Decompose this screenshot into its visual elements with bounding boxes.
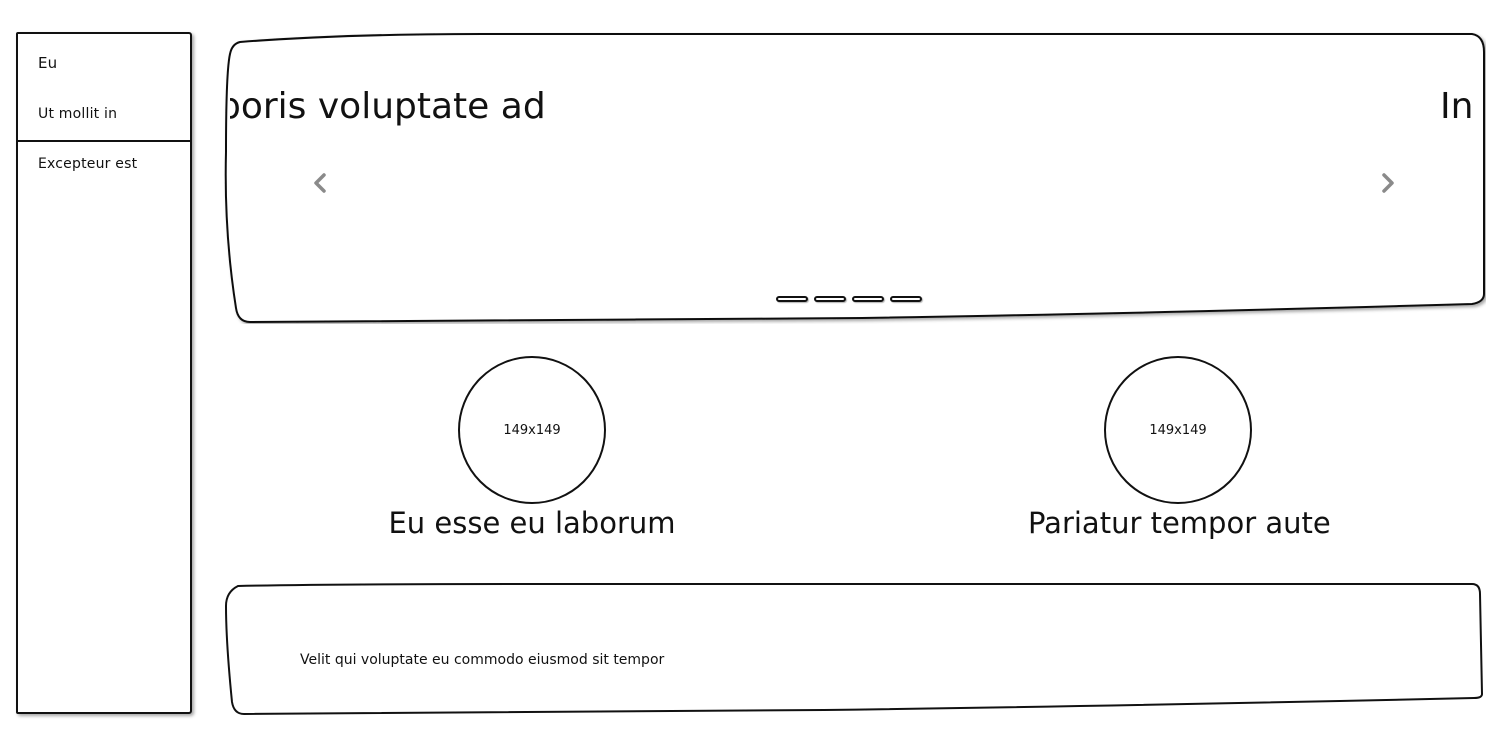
feature-title: Pariatur tempor aute [1028,506,1331,540]
sidebar-item-ut-mollit-in[interactable]: Ut mollit in [38,106,118,122]
footer-panel-frame [224,583,1484,716]
carousel-indicator-3[interactable] [852,296,884,302]
feature-card: 149x149 Pariatur tempor aute [1028,356,1331,540]
sidebar-nav: Eu Ut mollit in Excepteur est [16,32,192,714]
carousel-indicator-4[interactable] [890,296,922,302]
carousel-indicators [776,296,922,302]
image-placeholder-label: 149x149 [503,422,561,438]
carousel-indicator-2[interactable] [814,296,846,302]
footer-text: Velit qui voluptate eu commodo eiusmod s… [300,652,665,668]
carousel-next-slide-heading: In c [1440,86,1482,127]
image-placeholder-label: 149x149 [1149,422,1207,438]
carousel-slide-heading: boris voluptate ad [230,86,546,127]
sidebar-divider [18,140,190,142]
image-placeholder-circle: 149x149 [1104,356,1252,504]
feature-card: 149x149 Eu esse eu laborum [382,356,682,540]
carousel-indicator-1[interactable] [776,296,808,302]
image-placeholder-circle: 149x149 [458,356,606,504]
sidebar-item-excepteur-est[interactable]: Excepteur est [38,156,138,172]
chevron-right-icon[interactable] [1378,170,1398,196]
carousel: boris voluptate ad In c [222,32,1486,324]
feature-title: Eu esse eu laborum [388,506,676,540]
chevron-left-icon[interactable] [310,170,330,196]
carousel-frame [224,33,1485,324]
sidebar-item-eu[interactable]: Eu [38,54,58,72]
carousel-viewport: boris voluptate ad In c [230,36,1482,318]
footer-panel: Velit qui voluptate eu commodo eiusmod s… [224,582,1486,716]
